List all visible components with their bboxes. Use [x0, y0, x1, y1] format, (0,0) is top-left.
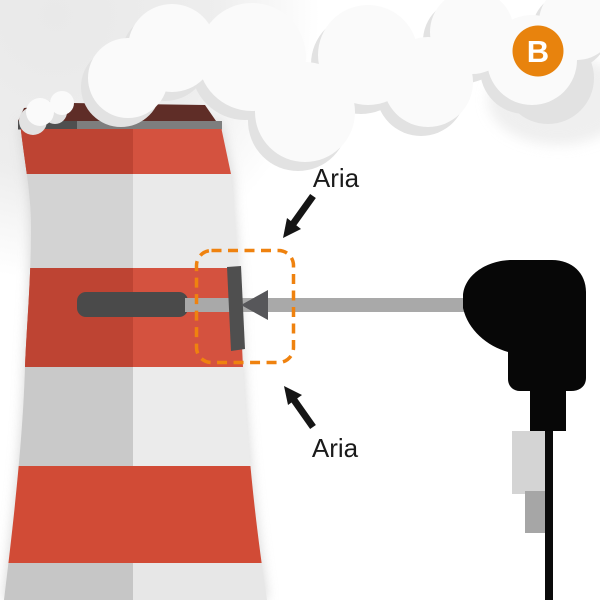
aria-arrow-bottom	[284, 386, 316, 430]
aria-label-bottom: Aria	[312, 433, 359, 463]
probe-handle	[77, 292, 188, 317]
step-badge-label: B	[527, 34, 549, 69]
step-badge[interactable]: B	[512, 25, 564, 77]
red-band-3	[4, 466, 267, 563]
pump-cable	[545, 428, 553, 600]
aria-arrow-top	[283, 193, 316, 238]
sampling-pump	[463, 260, 586, 600]
aria-label-top: Aria	[313, 163, 360, 193]
arrow-head-icon	[283, 218, 301, 238]
pump-filter-light	[512, 431, 545, 494]
highlight-dashed-box	[194, 248, 296, 365]
pump-body	[463, 260, 586, 431]
probe-vane	[227, 266, 245, 351]
probe-rod	[185, 298, 467, 312]
arrow-head-icon	[284, 386, 302, 405]
pump-filter-dark	[525, 491, 545, 533]
smokestack	[4, 103, 267, 600]
smoke-cloud-layer	[26, 0, 600, 162]
probe-tip-icon	[241, 290, 268, 320]
chimney-body	[4, 129, 267, 600]
